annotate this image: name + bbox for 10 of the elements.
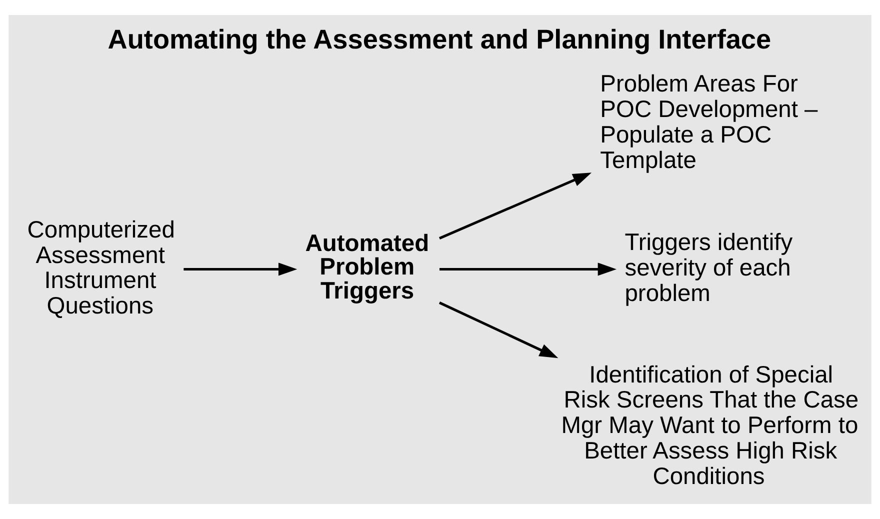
node-text: Identification of Special Risk Screens That the Case Mgr May Want to Perform to Better Assess High Risk Conditions <box>561 362 859 490</box>
node-text: Triggers identify severity of each problem <box>624 230 793 307</box>
node-text: Problem Areas For POC Development – Populate a POC Template <box>600 72 818 174</box>
arrow <box>438 302 558 358</box>
arrow <box>438 172 592 240</box>
arrow <box>440 262 617 276</box>
arrow <box>184 262 298 276</box>
node-text: Computerized Assessment Instrument Questions <box>27 217 175 320</box>
diagram-title: Automating the Assessment and Planning Interface <box>108 24 772 55</box>
node-text: Automated Problem Triggers <box>305 230 430 304</box>
